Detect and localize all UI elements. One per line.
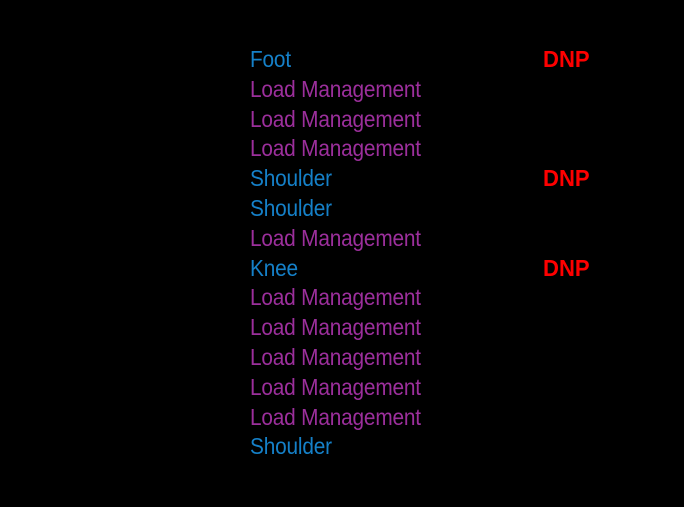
reason-label-body-part: Knee [250,254,298,281]
reason-label-body-part: Foot [250,46,291,72]
list-item[interactable]: Load Management [0,372,684,402]
status-badge: DNP [543,46,590,72]
reason-label-load-management: Load Management [250,403,421,430]
list-item[interactable]: Load Management [0,74,684,104]
list-item[interactable]: Foot DNP [0,44,684,74]
list-item[interactable]: Load Management [0,312,684,342]
list-item[interactable]: Shoulder [0,193,684,223]
list-item[interactable]: Load Management [0,104,684,134]
reason-label-load-management: Load Management [250,284,421,311]
reason-label-load-management: Load Management [250,373,421,400]
status-badge: DNP [543,254,590,281]
list-item[interactable]: Load Management [0,133,684,163]
reason-label-load-management: Load Management [250,314,421,341]
list-item[interactable]: Load Management [0,342,684,372]
reason-label-load-management: Load Management [250,135,421,162]
list-item[interactable]: Load Management [0,223,684,253]
reason-label-body-part: Shoulder [250,433,332,460]
reason-label-body-part: Shoulder [250,195,332,221]
reason-label-load-management: Load Management [250,344,421,370]
list-item[interactable]: Load Management [0,282,684,312]
list-item[interactable]: Knee DNP [0,253,684,283]
list-item[interactable]: Load Management [0,402,684,432]
status-badge: DNP [543,165,590,192]
list-item[interactable]: Shoulder [0,431,684,461]
reason-label-load-management: Load Management [250,105,421,132]
list-item[interactable]: Shoulder DNP [0,163,684,193]
reason-label-body-part: Shoulder [250,165,332,192]
reason-label-load-management: Load Management [250,75,421,102]
reason-label-load-management: Load Management [250,224,421,251]
